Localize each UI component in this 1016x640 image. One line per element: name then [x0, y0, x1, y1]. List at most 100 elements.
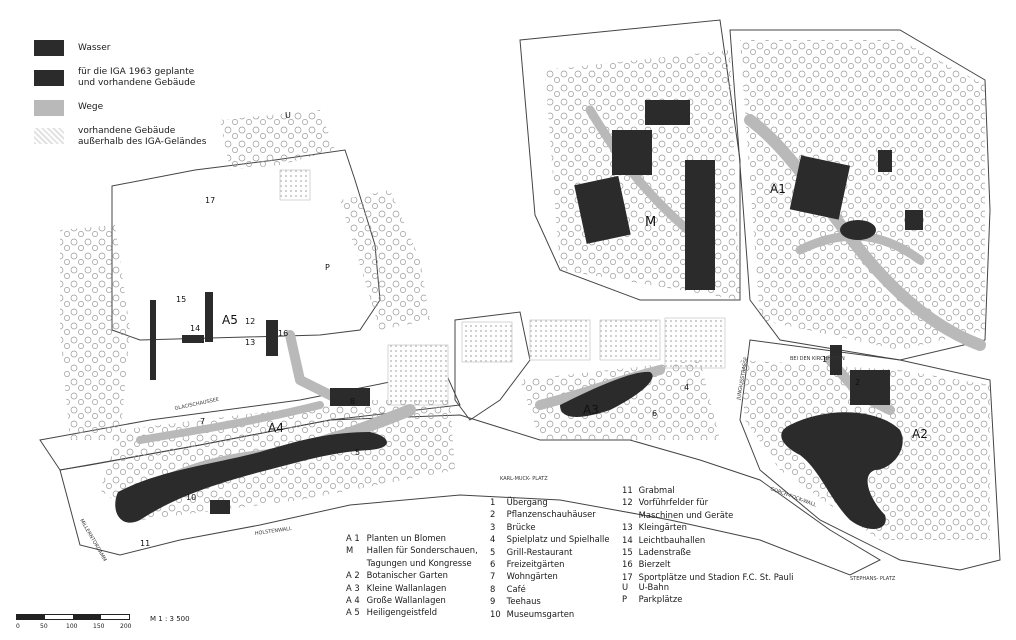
number-label: Sportplätze und Stadion F.C. St. Pauli [638, 571, 794, 582]
number-code: 9 [490, 596, 496, 607]
area-key-row: A 2 Botanischer Garten [346, 569, 478, 581]
number-code: 6 [490, 559, 496, 570]
building [878, 150, 892, 172]
water-bodies [115, 220, 903, 530]
area-code: A 1 [346, 533, 360, 543]
number-code: 4 [490, 534, 496, 545]
pond-grosse-wallanlagen [115, 432, 387, 523]
label-a4: A4 [268, 421, 284, 435]
existing-building [279, 169, 311, 201]
symbol-key-row: U U-Bahn [622, 581, 682, 593]
area-code: M [346, 545, 354, 556]
block-a2 [739, 339, 1001, 571]
scale-bar: 0 50 100 150 200 [16, 606, 136, 636]
number-label: Maschinen und Geräte [638, 509, 734, 520]
block-middle [454, 311, 531, 421]
number-label: Wohngärten [506, 571, 558, 582]
area-key-row: A 4 Große Wallanlagen [346, 594, 478, 606]
number-key-row: 14 Leichtbauhallen [622, 534, 793, 546]
label-a5: A5 [222, 313, 238, 327]
number-label: Kleingärten [638, 522, 687, 533]
scale-tick: 150 [93, 623, 105, 630]
tree-area [740, 40, 985, 350]
symbol-label: U-Bahn [638, 582, 670, 592]
number-key-2: 11 Grabmal 12 Vorführfelder für Maschine… [622, 484, 793, 583]
number-label: Ladenstraße [638, 547, 691, 558]
block-wallring [59, 414, 882, 576]
path [136, 401, 324, 444]
building [150, 300, 156, 380]
building [182, 335, 204, 343]
label-a1: A1 [770, 182, 786, 196]
label-n4: 4 [684, 383, 689, 392]
number-label: Leichtbauhallen [638, 534, 706, 545]
legend-label-paths: Wege [78, 102, 104, 112]
number-key-row: 16 Bierzelt [622, 558, 793, 570]
number-key-row: Maschinen und Geräte [622, 509, 793, 521]
area-label: Tagungen und Kongresse [366, 557, 472, 568]
number-code: 16 [622, 559, 633, 570]
label-p: P [325, 263, 330, 272]
number-code: 2 [490, 509, 496, 520]
existing-building-swatch-icon [34, 128, 64, 144]
number-key-row: 13 Kleingärten [622, 521, 793, 533]
building [905, 210, 923, 230]
symbol-label: Parkplätze [638, 594, 683, 605]
number-key-row: 1 Übergang [490, 496, 610, 508]
tree-area [60, 225, 130, 440]
scale-label: M 1 : 3 500 [150, 615, 190, 623]
area-code: A 4 [346, 595, 360, 606]
building-swatch-icon [34, 70, 64, 86]
number-code: 5 [490, 546, 496, 557]
area-code: A 2 [346, 570, 360, 581]
area-label: Heiligengeistfeld [366, 607, 438, 618]
label-n13: 13 [245, 338, 255, 347]
area-label: Hallen für Sonderschauen, [366, 545, 478, 556]
number-label: Museumsgarten [506, 608, 575, 619]
existing-building [387, 344, 449, 406]
number-code: 1 [490, 497, 496, 507]
area-code: A 3 [346, 582, 360, 593]
legend-label-existing: vorhandene Gebäude außerhalb des IGA-Gel… [78, 126, 207, 147]
existing-building [461, 321, 513, 363]
number-key-row: 10 Museumsgarten [490, 608, 610, 620]
scale-tick: 50 [40, 623, 48, 630]
street-bei-den-kirchhoefen: BEI DEN KIRCHHÖFEN [790, 355, 845, 362]
existing-buildings [279, 169, 726, 406]
number-key-row: 12 Vorführfelder für [622, 496, 793, 508]
number-key-row: 3 Brücke [490, 521, 610, 533]
number-key-row: 11 Grabmal [622, 484, 793, 496]
number-code: 3 [490, 521, 496, 532]
area-label: Große Wallanlagen [366, 595, 446, 606]
number-key-1: 1 Übergang 2 Pflanzenschauhäuser 3 Brück… [490, 496, 610, 620]
existing-building [529, 319, 591, 361]
scale-bar-graphic [16, 614, 130, 620]
number-label: Café [506, 583, 526, 594]
label-n5: 5 [355, 448, 360, 457]
area-key-row: M Hallen für Sonderschauen, [346, 544, 478, 556]
number-label: Bierzelt [638, 559, 671, 570]
number-label: Spielplatz und Spielhalle [506, 534, 610, 545]
label-n2: 2 [855, 378, 860, 387]
tree-area [220, 110, 335, 170]
number-code: 14 [622, 534, 633, 545]
number-key-row: 8 Café [490, 583, 610, 595]
tree-area [340, 190, 430, 330]
pond-botanischer-garten [781, 412, 903, 530]
label-n8: 8 [350, 397, 355, 406]
number-code: 7 [490, 571, 496, 582]
scale-tick: 0 [16, 623, 20, 630]
street-karl-muck: KARL-MUCK- PLATZ [500, 476, 548, 482]
block-m [519, 19, 741, 301]
street-blocks [39, 19, 1001, 576]
label-n6: 6 [652, 409, 657, 418]
street-glacischaussee: GLACISCHAUSSEE [174, 397, 220, 412]
map-labels: A1 A2 A3 A4 A5 M 1 2 4 5 6 7 8 10 11 12 … [140, 111, 928, 548]
number-label: Freizeitgärten [506, 559, 565, 570]
pond-kleine-wallanlagen [560, 371, 653, 417]
hall [612, 130, 652, 175]
building-1 [830, 345, 842, 375]
pond-a1 [840, 220, 876, 240]
label-n12: 12 [245, 317, 255, 326]
